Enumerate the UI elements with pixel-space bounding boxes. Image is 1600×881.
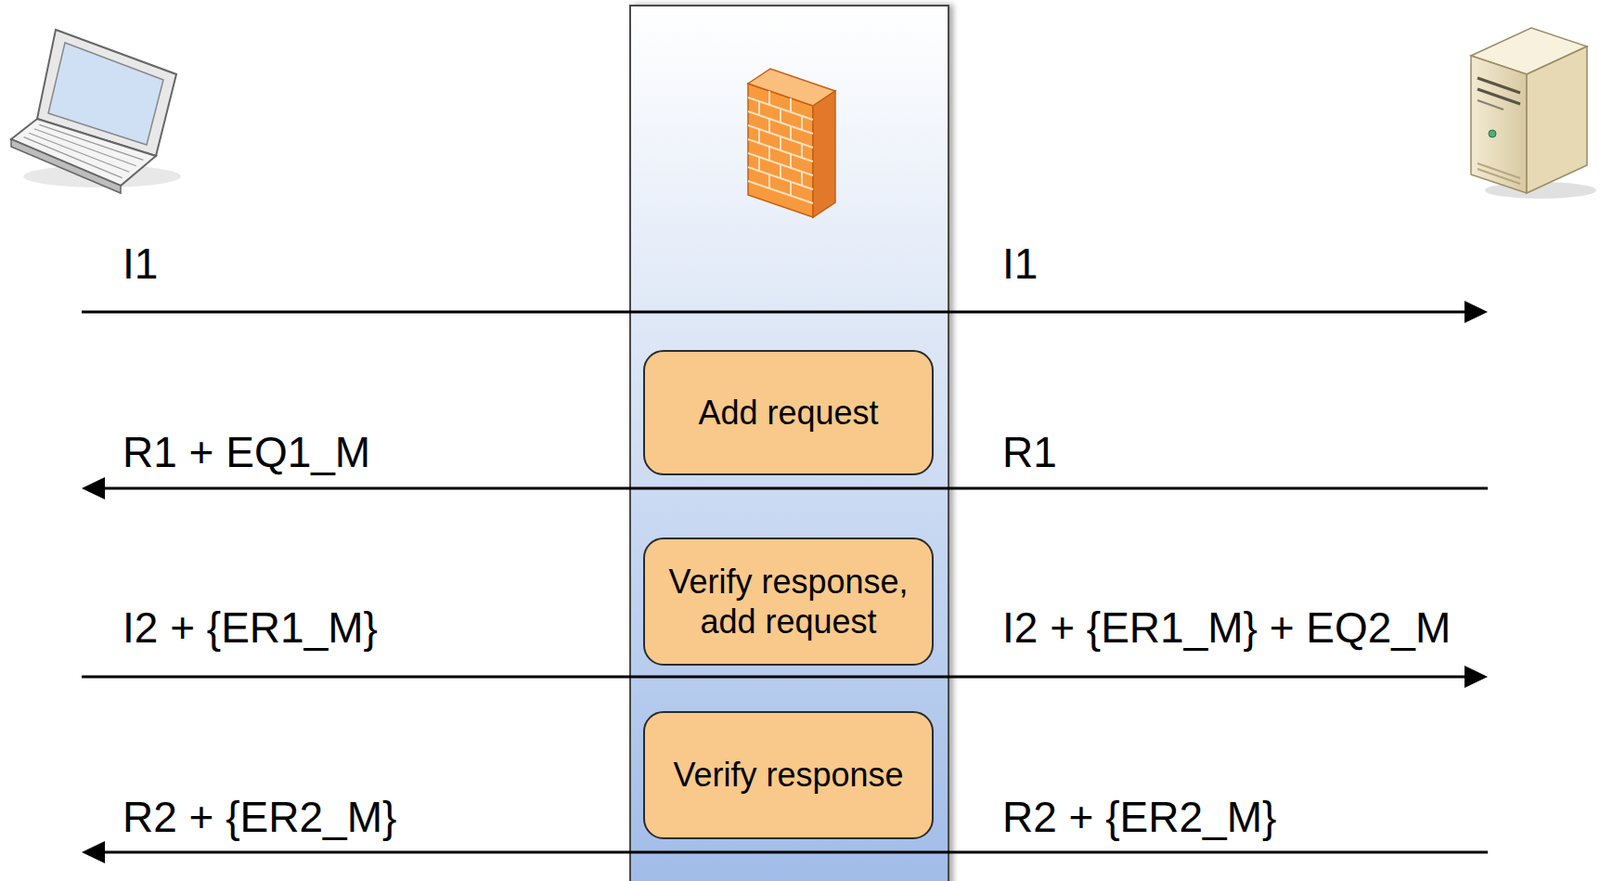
art-stroke	[1464, 300, 1488, 323]
art-stroke	[1464, 665, 1488, 688]
art-stroke	[758, 129, 761, 143]
art-stroke	[748, 83, 813, 218]
art-stroke	[81, 840, 105, 864]
art-stroke	[789, 126, 792, 141]
art-stroke	[800, 143, 803, 158]
art-stroke	[789, 98, 792, 113]
art-stroke	[81, 310, 1467, 314]
art-stroke	[748, 180, 813, 204]
art-stroke	[28, 132, 130, 172]
message-label: I2 + {ER1_M} + EQ2_M	[1002, 604, 1451, 652]
art-stroke	[768, 174, 771, 189]
message-label: I1	[122, 240, 158, 288]
process-text: Verify response	[672, 754, 904, 795]
process-box: Verify response, add request	[643, 537, 934, 666]
art-stroke	[748, 90, 813, 204]
message-label: R1	[1002, 428, 1058, 477]
art-stroke	[789, 181, 792, 196]
process-box: Verify response	[643, 710, 934, 839]
art-stroke	[758, 156, 761, 171]
art-stroke	[779, 164, 782, 179]
message-label: R2 + {ER2_M}	[122, 793, 397, 841]
art-stroke	[81, 675, 1467, 679]
art-stroke	[812, 90, 836, 218]
art-stroke	[1526, 46, 1588, 194]
art-stroke	[38, 124, 143, 160]
art-stroke	[779, 136, 782, 151]
server-icon	[1470, 27, 1597, 199]
message-label: I2 + {ER1_M}	[122, 604, 378, 652]
art-stroke	[768, 146, 771, 161]
art-stroke	[81, 477, 105, 500]
process-box-content: Verify response, add request	[658, 561, 919, 642]
art-stroke	[779, 108, 782, 123]
message-label: R2 + {ER2_M}	[1002, 793, 1277, 841]
art-stroke	[24, 137, 123, 179]
laptop-icon	[11, 29, 181, 194]
message-arrows	[81, 311, 1488, 852]
art-stroke	[789, 154, 792, 168]
art-stroke	[1470, 55, 1527, 194]
middlebox-band	[630, 5, 949, 881]
art-stroke	[768, 90, 771, 105]
process-text: Add request	[697, 392, 878, 433]
message-label: R1 + EQ1_M	[122, 428, 371, 477]
process-box-content: Verify response	[672, 754, 904, 795]
art-stroke	[1477, 168, 1521, 184]
art-stroke	[768, 118, 771, 133]
art-stroke	[103, 851, 1488, 854]
art-stroke	[800, 171, 803, 186]
art-stroke	[800, 116, 803, 130]
firewall-icon	[748, 68, 836, 218]
art-stroke	[24, 124, 144, 178]
art-stroke	[103, 487, 1488, 491]
arrowheads	[81, 300, 1488, 864]
message-label: I1	[1002, 240, 1038, 288]
art-stroke	[758, 101, 761, 116]
process-text: Verify response, add request	[658, 561, 919, 642]
process-box: Add request	[643, 349, 934, 476]
process-box-content: Add request	[697, 392, 878, 433]
art-stroke	[1477, 100, 1504, 110]
art-stroke	[1488, 129, 1497, 138]
